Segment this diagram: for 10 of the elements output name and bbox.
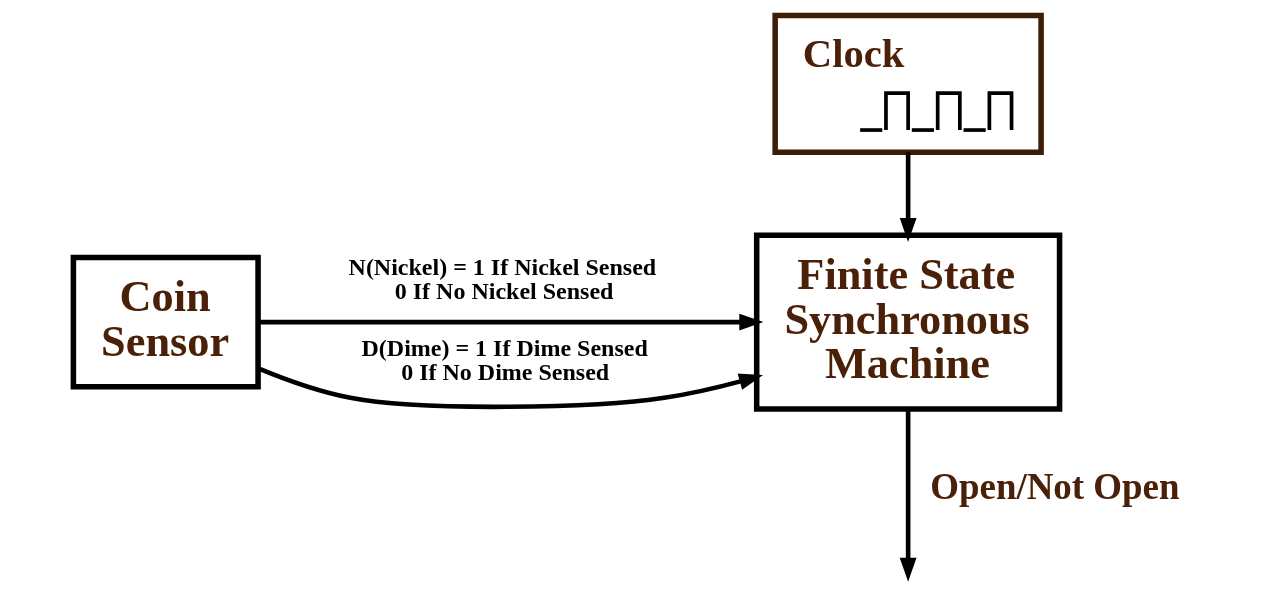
arrow bbox=[257, 366, 763, 410]
edge-label: N(Nickel) = 1 If Nickel Sensed 0 If No Nickel Sensed bbox=[348, 253, 656, 304]
edge-label: Open/Not Open bbox=[929, 466, 1180, 508]
arrow bbox=[899, 152, 917, 243]
node-box: Coin Sensor bbox=[70, 254, 261, 390]
node-box: Finite State Synchronous Machine bbox=[753, 232, 1062, 412]
node-box: Clock bbox=[771, 12, 1044, 155]
edge-label: D(Dime) = 1 If Dime Sensed 0 If No Dime Sensed bbox=[360, 335, 648, 386]
arrow bbox=[257, 313, 763, 331]
arrow bbox=[899, 409, 917, 582]
